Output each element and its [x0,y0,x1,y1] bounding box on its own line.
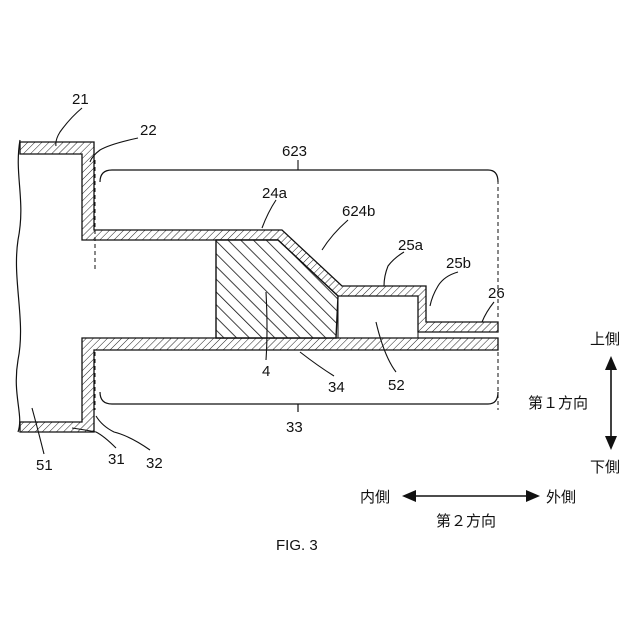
sealing-member-4 [215,239,339,339]
brace-33 [99,391,499,405]
label-4: 4 [262,363,270,380]
label-33: 33 [286,419,303,436]
brace-623 [99,169,499,183]
inner-side-label: 内側 [360,488,390,506]
break-line [15,139,22,433]
label-32: 32 [146,455,163,472]
label-34: 34 [328,379,345,396]
label-624b: 624b [342,203,375,220]
label-22: 22 [140,122,157,139]
label-31: 31 [108,451,125,468]
label-623: 623 [282,143,307,160]
figure-caption: FIG. 3 [276,537,318,554]
label-51: 51 [36,457,53,474]
label-25a: 25a [398,237,424,254]
first-direction-arrow [605,356,617,450]
down-side-label: 下側 [590,458,620,476]
upper-plate [19,141,499,333]
space-52 [337,295,419,339]
label-24a: 24a [262,185,288,202]
label-21: 21 [72,91,89,108]
up-side-label: 上側 [590,330,620,348]
first-direction-label: 第１方向 [528,394,588,412]
label-25b: 25b [446,255,471,272]
leader-lines [31,107,495,455]
label-26: 26 [488,285,505,302]
second-direction-arrow [402,490,540,502]
lower-plate [19,337,499,433]
label-52: 52 [388,377,405,394]
second-direction-label: 第２方向 [436,512,496,530]
outer-side-label: 外側 [546,488,576,506]
